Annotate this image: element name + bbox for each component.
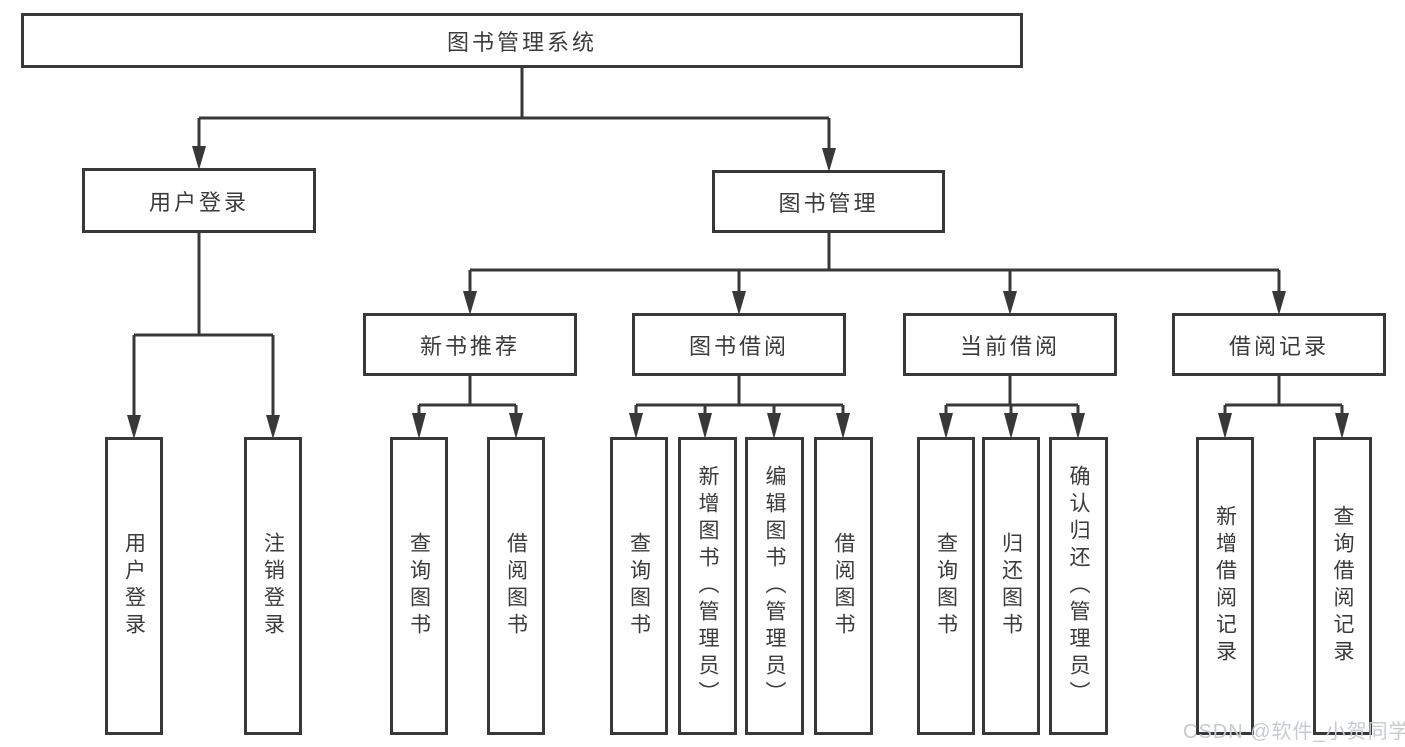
node-leaf-return-books: 归还图书 bbox=[982, 437, 1040, 735]
node-leaf-query-books-borrowing: 查询图书 bbox=[610, 437, 668, 735]
node-leaf-query-books-current-label: 查询图书 bbox=[934, 532, 958, 640]
node-leaf-query-books-borrowing-label: 查询图书 bbox=[627, 532, 651, 640]
node-book-management-label: 图书管理 bbox=[778, 190, 879, 216]
node-new-book-recommendation: 新书推荐 bbox=[363, 313, 577, 376]
node-leaf-user-login: 用户登录 bbox=[105, 437, 163, 735]
node-leaf-add-borrow-record: 新增借阅记录 bbox=[1196, 437, 1254, 735]
node-leaf-query-books-recommend-label: 查询图书 bbox=[407, 532, 431, 640]
node-book-management: 图书管理 bbox=[712, 170, 945, 233]
node-leaf-add-books-admin-label: 新增图书（管理员） bbox=[696, 464, 719, 708]
node-user-login: 用户登录 bbox=[82, 168, 316, 233]
node-borrowing-records: 借阅记录 bbox=[1172, 313, 1386, 376]
node-leaf-return-books-label: 归还图书 bbox=[999, 532, 1023, 640]
node-leaf-query-borrow-record: 查询借阅记录 bbox=[1313, 437, 1372, 735]
node-leaf-borrow-books-borrowing-label: 借阅图书 bbox=[832, 532, 855, 640]
node-leaf-confirm-return-admin-label: 确认归还（管理员） bbox=[1067, 464, 1090, 708]
node-root: 图书管理系统 bbox=[21, 13, 1023, 68]
node-current-borrowing-label: 当前借阅 bbox=[959, 333, 1060, 359]
csdn-watermark: CSDN @软件_小贺同学 bbox=[1183, 721, 1405, 743]
node-leaf-user-login-label: 用户登录 bbox=[122, 532, 146, 640]
node-leaf-borrow-books-recommend: 借阅图书 bbox=[487, 437, 545, 735]
node-current-borrowing: 当前借阅 bbox=[903, 313, 1117, 376]
node-leaf-borrow-books-borrowing: 借阅图书 bbox=[814, 437, 873, 735]
node-leaf-logout: 注销登录 bbox=[244, 437, 302, 735]
node-leaf-query-books-current: 查询图书 bbox=[917, 437, 975, 735]
node-book-borrowing: 图书借阅 bbox=[632, 313, 846, 376]
node-root-label: 图书管理系统 bbox=[446, 29, 597, 55]
node-leaf-confirm-return-admin: 确认归还（管理员） bbox=[1049, 437, 1108, 735]
node-user-login-label: 用户登录 bbox=[148, 189, 249, 215]
node-leaf-edit-books-admin: 编辑图书（管理员） bbox=[745, 437, 804, 735]
node-leaf-query-books-recommend: 查询图书 bbox=[390, 437, 448, 735]
node-leaf-query-borrow-record-label: 查询借阅记录 bbox=[1331, 505, 1354, 667]
node-leaf-borrow-books-recommend-label: 借阅图书 bbox=[504, 532, 528, 640]
node-leaf-add-borrow-record-label: 新增借阅记录 bbox=[1213, 505, 1237, 667]
node-leaf-logout-label: 注销登录 bbox=[261, 532, 285, 640]
node-book-borrowing-label: 图书借阅 bbox=[688, 333, 789, 359]
node-leaf-edit-books-admin-label: 编辑图书（管理员） bbox=[763, 464, 786, 708]
node-borrowing-records-label: 借阅记录 bbox=[1228, 333, 1329, 359]
node-new-book-recommendation-label: 新书推荐 bbox=[419, 333, 520, 359]
node-leaf-add-books-admin: 新增图书（管理员） bbox=[678, 437, 737, 735]
